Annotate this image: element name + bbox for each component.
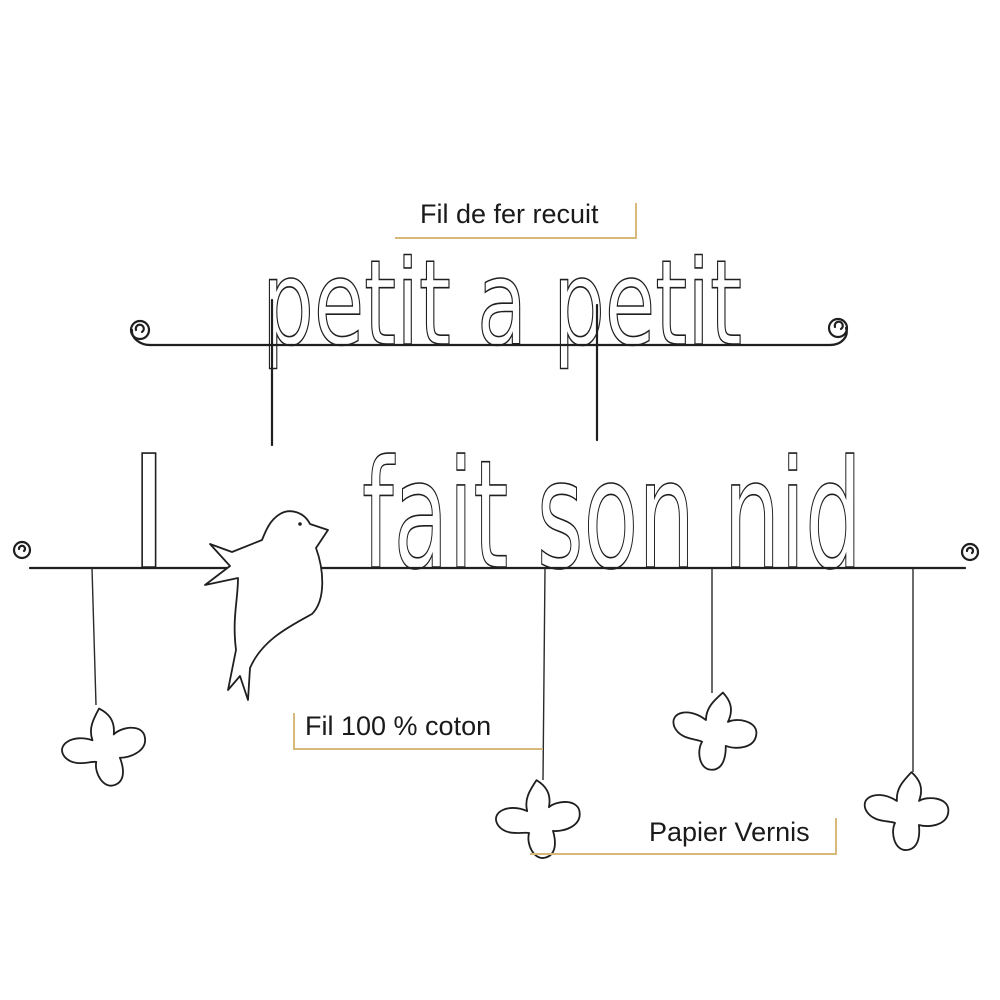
label-thread-material: Fil 100 % coton <box>305 711 492 741</box>
bird-paper-cutout <box>204 510 329 701</box>
callout-line <box>293 713 295 749</box>
wire-text-l: l <box>128 429 170 603</box>
wire-text-line1: petit a petit <box>262 234 742 372</box>
butterfly-1 <box>55 700 154 795</box>
bird-eye-icon <box>298 522 302 526</box>
callout-line <box>395 237 637 239</box>
butterfly-4 <box>860 767 953 855</box>
butterfly-2 <box>491 775 585 863</box>
cotton-threads <box>91 567 914 781</box>
wire-line-le-fait-son-nid: l fait son nid <box>12 428 980 604</box>
wire-line-petit-a-petit: petit a petit <box>129 233 849 447</box>
label-wire-material: Fil de fer recuit <box>420 199 599 229</box>
butterfly-3 <box>665 684 764 778</box>
wire-text-fait-son-nid: fait son nid <box>362 429 862 603</box>
callout-line <box>293 748 543 750</box>
callout-line <box>835 818 837 854</box>
callout-line <box>635 203 637 238</box>
callout-line <box>530 853 837 855</box>
label-paper-material: Papier Vernis <box>649 817 810 847</box>
